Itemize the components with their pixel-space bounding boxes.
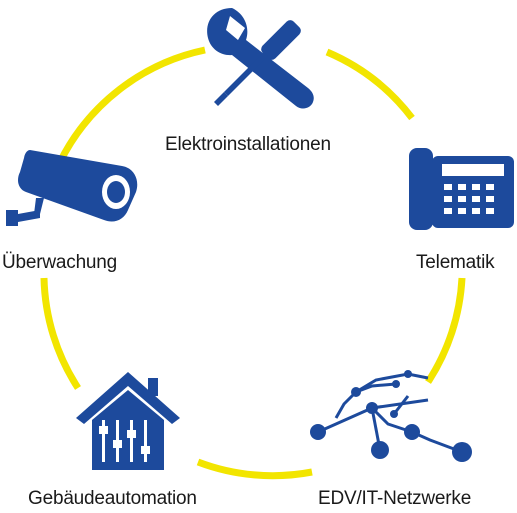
- label-elektroinstallationen: Elektroinstallationen: [165, 134, 331, 155]
- network-nodes-icon: [310, 370, 472, 462]
- security-camera-icon: [6, 150, 138, 226]
- label-ueberwachung: Überwachung: [2, 252, 118, 273]
- desk-phone-icon: [409, 148, 514, 230]
- ring-segment-right: [425, 277, 466, 384]
- ring-segment-top-left: [56, 46, 206, 164]
- ring-segment-left: [40, 277, 81, 390]
- label-edv-it-netzwerke: EDV/IT-Netzwerke: [318, 488, 472, 509]
- label-telematik: Telematik: [416, 252, 495, 273]
- ring-segment-top-right: [325, 48, 415, 121]
- label-gebaeudeautomation: Gebäudeautomation: [28, 488, 197, 509]
- house-control-icon: [76, 372, 180, 470]
- wrench-screwdriver-icon: [207, 8, 314, 109]
- ring-segment-bottom: [196, 458, 313, 480]
- ring: [40, 46, 466, 480]
